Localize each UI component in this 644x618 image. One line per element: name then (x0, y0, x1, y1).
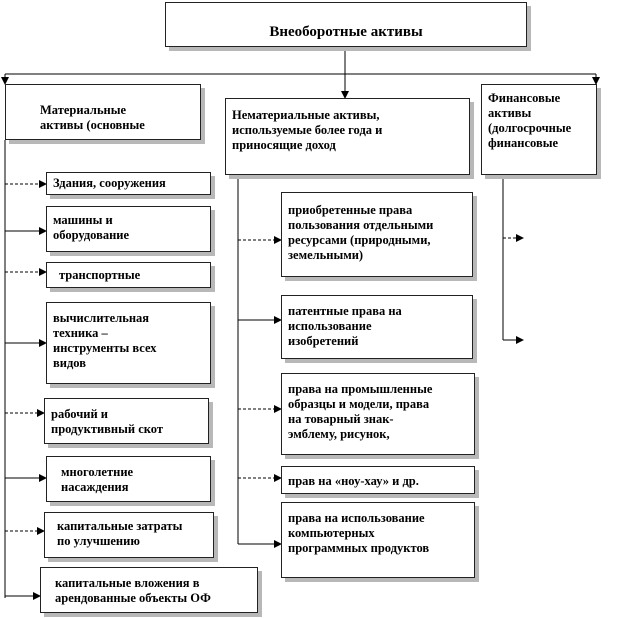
intangible-item-label: прав на «ноу-хау» и др. (288, 474, 419, 488)
intangible-item-label: права на использование компьютерных прог… (288, 511, 430, 555)
material-item: капитальные затраты по улучшению (44, 512, 214, 558)
root-label: Внеоборотные активы (269, 24, 423, 40)
material-item-label: вычислительная техника – инструменты все… (53, 311, 157, 370)
material-item: рабочий и продуктивный скот (44, 398, 209, 444)
material-item-label: многолетние насаждения (61, 465, 134, 494)
category-material-label: Материальные активы (основные (40, 103, 145, 132)
intangible-item-label: права на промышленные образцы и модели, … (288, 382, 433, 441)
material-item-label: Здания, сооружения (53, 176, 166, 190)
material-item: машины и оборудование (46, 206, 211, 252)
material-item-label: капитальные затраты по улучшению (57, 519, 183, 548)
intangible-item-label: приобретенные права пользования отдельны… (288, 203, 434, 262)
material-item: многолетние насаждения (46, 456, 211, 502)
intangible-item-label: патентные права на использование изобрет… (288, 304, 402, 348)
material-item: транспортные (46, 262, 211, 288)
material-item-label: машины и оборудование (53, 213, 130, 242)
material-item: вычислительная техника – инструменты все… (46, 302, 211, 384)
material-item-label: рабочий и продуктивный скот (51, 407, 164, 436)
category-intangible: Нематериальные активы, используемые боле… (225, 98, 470, 175)
root-node: Внеоборотные активы (165, 2, 527, 47)
category-intangible-label: Нематериальные активы, используемые боле… (232, 108, 383, 152)
material-item: Здания, сооружения (46, 172, 211, 195)
intangible-item: прав на «ноу-хау» и др. (281, 466, 475, 494)
category-financial-label: Финансовые активы (долгосрочные финансов… (488, 91, 572, 150)
material-item-label: транспортные (59, 268, 141, 282)
material-item: капитальные вложения в арендованные объе… (40, 567, 258, 613)
material-item-label: капитальные вложения в арендованные объе… (55, 576, 211, 605)
category-financial: Финансовые активы (долгосрочные финансов… (481, 84, 597, 175)
intangible-item: права на промышленные образцы и модели, … (281, 373, 475, 455)
intangible-item: приобретенные права пользования отдельны… (281, 192, 473, 277)
category-material: Материальные активы (основные (5, 84, 201, 140)
intangible-item: права на использование компьютерных прог… (281, 502, 475, 578)
intangible-item: патентные права на использование изобрет… (281, 295, 473, 359)
